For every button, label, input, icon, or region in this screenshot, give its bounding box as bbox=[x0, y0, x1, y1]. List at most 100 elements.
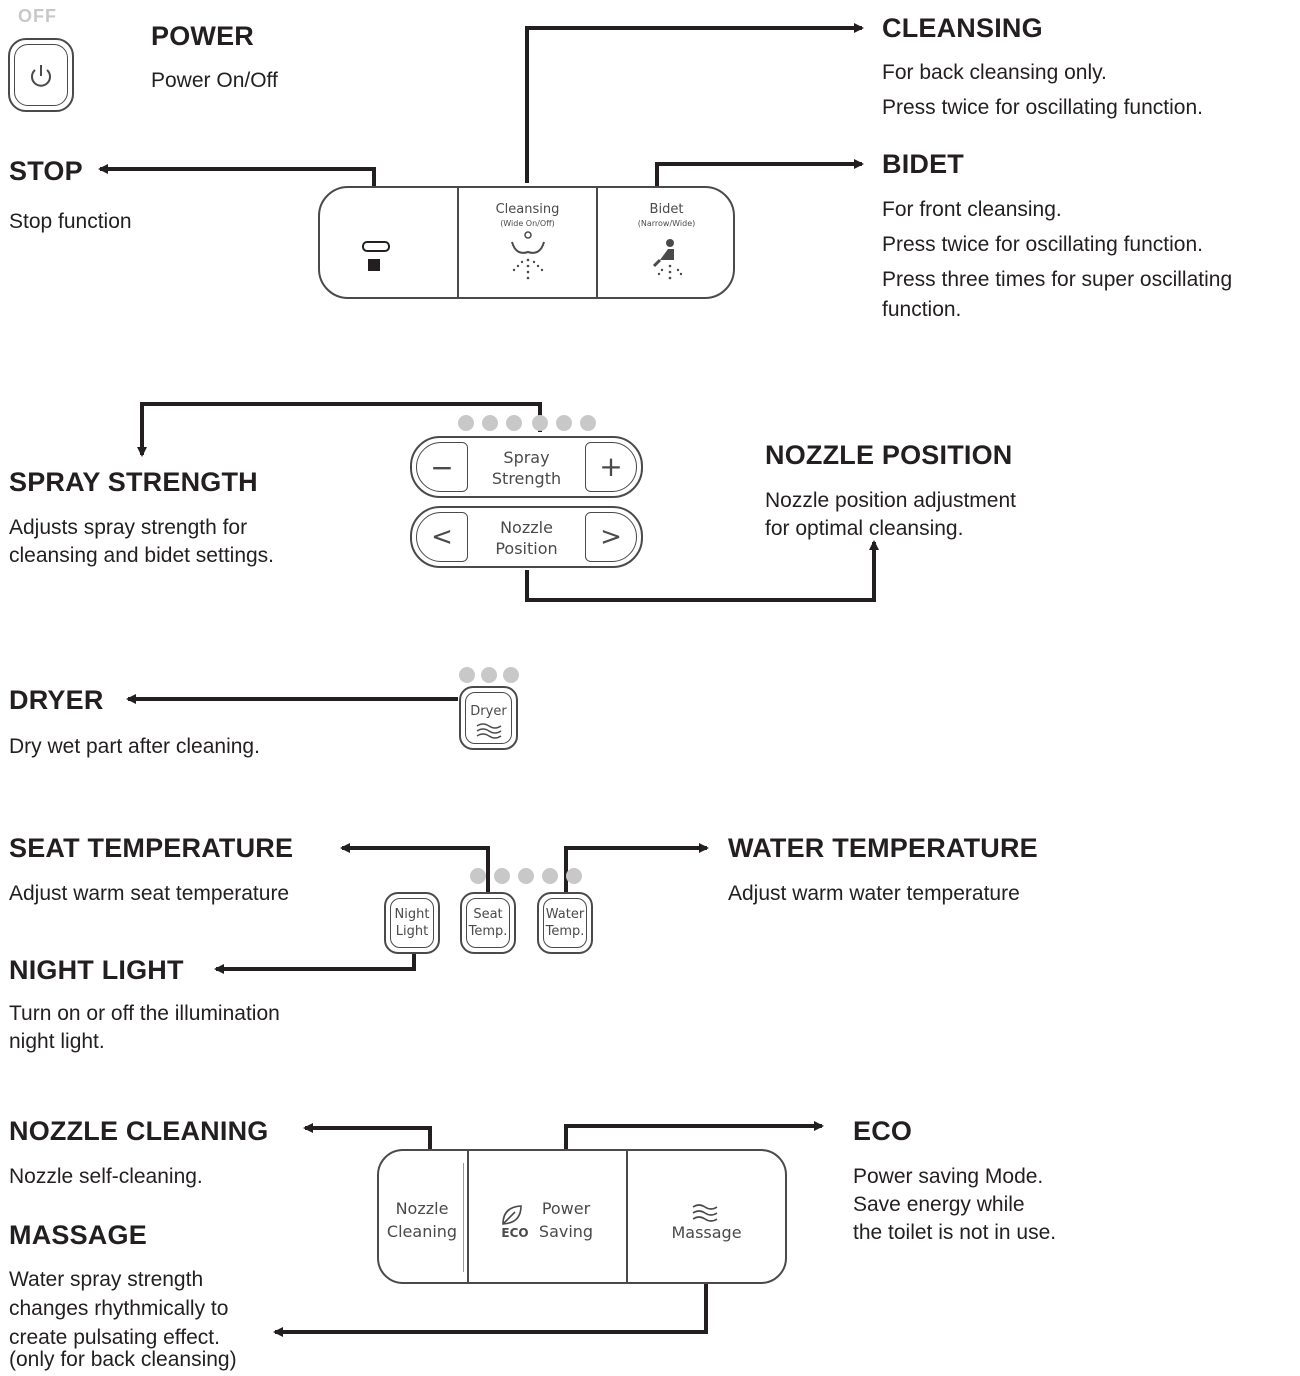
water-temp-button[interactable]: Water Temp. bbox=[537, 892, 593, 954]
panel-divider bbox=[457, 188, 459, 297]
nozzle-position-label-2: Position bbox=[495, 539, 558, 558]
massage-connector bbox=[273, 1262, 708, 1337]
massage-waves-icon bbox=[692, 1204, 718, 1222]
cleansing-title: CLEANSING bbox=[882, 13, 1043, 43]
spray-minus-button[interactable]: − bbox=[416, 442, 468, 492]
level-dot bbox=[532, 415, 548, 431]
dryer-desc: Dry wet part after cleaning. bbox=[9, 735, 260, 758]
nozzle-cleaning-label-1: Nozzle bbox=[395, 1199, 449, 1218]
nozzle-position-desc-2: for optimal cleansing. bbox=[765, 517, 964, 540]
stop-desc: Stop function bbox=[9, 210, 132, 233]
temp-level-dot bbox=[518, 868, 534, 884]
cleansing-button[interactable]: Cleansing (Wide On/Off) bbox=[459, 188, 596, 297]
bidet-desc-3: Press three times for super oscillating bbox=[882, 268, 1233, 291]
night-light-label-1: Night bbox=[394, 907, 430, 922]
bidet-desc-2: Press twice for oscillating function. bbox=[882, 233, 1203, 256]
seat-temp-label-2: Temp. bbox=[468, 924, 508, 939]
night-light-desc-1: Turn on or off the illumination bbox=[9, 1002, 280, 1025]
seat-temp-title: SEAT TEMPERATURE bbox=[9, 833, 294, 863]
water-temp-desc: Adjust warm water temperature bbox=[728, 882, 1020, 905]
nozzle-cleaning-desc: Nozzle self-cleaning. bbox=[9, 1165, 203, 1188]
spray-strength-label-2: Strength bbox=[491, 469, 562, 488]
cleansing-connector bbox=[525, 23, 864, 183]
power-off-label: OFF bbox=[18, 6, 57, 26]
cleansing-desc-2: Press twice for oscillating function. bbox=[882, 96, 1203, 119]
minus-icon: − bbox=[430, 451, 454, 484]
massage-desc-2: changes rhythmically to bbox=[9, 1297, 229, 1320]
dryer-level-dot bbox=[503, 667, 519, 683]
night-light-button[interactable]: Night Light bbox=[384, 892, 440, 954]
massage-desc-1: Water spray strength bbox=[9, 1268, 204, 1291]
stop-title: STOP bbox=[9, 156, 83, 186]
chevron-left-icon: < bbox=[431, 522, 453, 552]
seat-temp-button[interactable]: Seat Temp. bbox=[460, 892, 516, 954]
cleansing-button-label: Cleansing bbox=[495, 202, 560, 217]
bidet-connector bbox=[655, 159, 864, 196]
level-dot bbox=[506, 415, 522, 431]
nozzle-left-button[interactable]: < bbox=[416, 512, 468, 562]
water-temp-title: WATER TEMPERATURE bbox=[728, 833, 1038, 863]
night-light-connector bbox=[214, 952, 416, 974]
spray-strength-label-1: Spray bbox=[503, 448, 550, 467]
chevron-right-icon: > bbox=[600, 522, 622, 552]
stop-icon bbox=[362, 241, 390, 252]
bottom-button-panel: Nozzle Cleaning ECO Power Saving Massage bbox=[377, 1149, 787, 1284]
massage-button[interactable]: Massage bbox=[628, 1151, 785, 1282]
massage-desc-4: (only for back cleansing) bbox=[9, 1348, 237, 1371]
night-light-desc-2: night light. bbox=[9, 1030, 105, 1053]
power-saving-label-1: Power bbox=[541, 1199, 591, 1218]
bidet-button-sub: (Narrow/Wide) bbox=[637, 219, 696, 228]
water-temp-label-2: Temp. bbox=[545, 924, 585, 939]
temp-level-dot bbox=[566, 868, 582, 884]
bidet-button-label: Bidet bbox=[649, 202, 684, 217]
eco-title: ECO bbox=[853, 1116, 913, 1146]
power-icon bbox=[31, 65, 51, 87]
seat-temp-connector bbox=[340, 843, 490, 894]
eco-desc-1: Power saving Mode. bbox=[853, 1165, 1044, 1188]
nozzle-position-connector bbox=[525, 540, 879, 602]
temp-level-dot bbox=[542, 868, 558, 884]
dryer-title: DRYER bbox=[9, 685, 104, 715]
night-light-label-2: Light bbox=[395, 924, 429, 939]
eco-desc-2: Save energy while bbox=[853, 1193, 1025, 1216]
leaf-icon bbox=[502, 1205, 522, 1225]
temp-level-dot bbox=[470, 868, 486, 884]
stop-square-icon bbox=[368, 259, 380, 271]
spray-plus-button[interactable]: + bbox=[585, 442, 637, 492]
panel-divider bbox=[596, 188, 598, 297]
spray-strength-title: SPRAY STRENGTH bbox=[9, 467, 258, 497]
seat-temp-desc: Adjust warm seat temperature bbox=[9, 882, 290, 905]
power-button[interactable] bbox=[8, 38, 74, 112]
panel-divider bbox=[626, 1151, 628, 1282]
panel-divider bbox=[467, 1151, 469, 1282]
nozzle-position-desc-1: Nozzle position adjustment bbox=[765, 489, 1016, 512]
nozzle-cleaning-button[interactable]: Nozzle Cleaning bbox=[379, 1151, 465, 1282]
power-desc: Power On/Off bbox=[151, 69, 278, 92]
cleansing-spray-icon bbox=[511, 231, 545, 280]
bidet-title: BIDET bbox=[882, 149, 964, 179]
dryer-button[interactable]: Dryer bbox=[459, 686, 518, 750]
level-dot bbox=[458, 415, 474, 431]
spray-strength-desc-2: cleansing and bidet settings. bbox=[9, 544, 275, 567]
massage-button-label: Massage bbox=[671, 1223, 742, 1242]
massage-desc-3: create pulsating effect. bbox=[9, 1326, 220, 1349]
bidet-desc-4: function. bbox=[882, 298, 962, 321]
nozzle-position-title: NOZZLE POSITION bbox=[765, 440, 1013, 470]
power-saving-button[interactable]: ECO Power Saving bbox=[469, 1151, 626, 1282]
nozzle-cleaning-title: NOZZLE CLEANING bbox=[9, 1116, 269, 1146]
eco-desc-3: the toilet is not in use. bbox=[853, 1221, 1057, 1244]
nozzle-position-label-1: Nozzle bbox=[500, 518, 553, 537]
dryer-waves-icon bbox=[476, 723, 502, 739]
level-dot bbox=[556, 415, 572, 431]
stop-button[interactable] bbox=[320, 188, 457, 297]
dryer-button-label: Dryer bbox=[470, 704, 507, 719]
power-title: POWER bbox=[151, 21, 255, 51]
bidet-button[interactable]: Bidet (Narrow/Wide) bbox=[598, 188, 735, 297]
water-temp-connector bbox=[564, 843, 709, 894]
main-button-panel: Cleansing (Wide On/Off) Bidet (Narrow/Wi… bbox=[318, 186, 735, 299]
power-saving-label-2: Saving bbox=[538, 1222, 594, 1241]
bidet-person-icon bbox=[652, 239, 683, 280]
level-dot bbox=[580, 415, 596, 431]
dryer-level-dot bbox=[481, 667, 497, 683]
nozzle-right-button[interactable]: > bbox=[585, 512, 637, 562]
